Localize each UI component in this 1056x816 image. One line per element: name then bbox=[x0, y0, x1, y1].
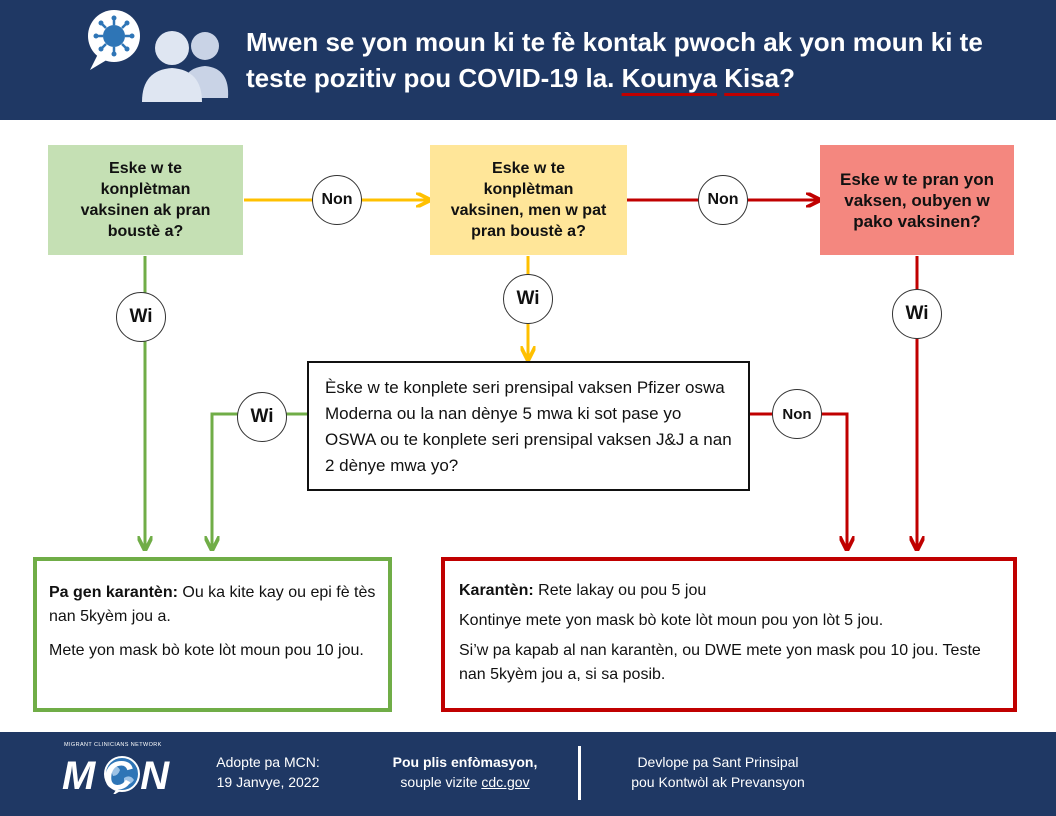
outcome-quarantine: Karantèn: Rete lakay ou pou 5 jou Kontin… bbox=[441, 557, 1017, 712]
question-unvaccinated-or-partial: Eske w te pran yon vaksen, oubyen w pako… bbox=[820, 145, 1014, 255]
header-banner: Mwen se yon moun ki te fè kontak pwoch a… bbox=[0, 0, 1056, 120]
answer-yes-badge: Wi bbox=[892, 289, 942, 339]
question-fully-vaccinated-boosted: Eske w te konplètman vaksinen ak pran bo… bbox=[48, 145, 243, 255]
globe-icon bbox=[104, 756, 140, 794]
question-primary-series-timing: Èske w te konplete seri prensipal vaksen… bbox=[307, 361, 750, 491]
answer-no-badge: Non bbox=[698, 175, 748, 225]
cdc-link[interactable]: cdc.gov bbox=[481, 774, 530, 790]
question-vaccinated-not-boosted: Eske w te konplètman vaksinen, men w pat… bbox=[430, 145, 627, 255]
answer-no-badge: Non bbox=[772, 389, 822, 439]
title-underlined-word-2: Kisa bbox=[724, 63, 780, 93]
logo-small-text: MIGRANT CLINICIANS NETWORK bbox=[64, 742, 162, 748]
title-underlined-word-1: Kounya bbox=[621, 63, 717, 93]
people-chat-virus-icon bbox=[88, 10, 229, 102]
answer-yes-badge: Wi bbox=[116, 292, 166, 342]
answer-no-badge: Non bbox=[312, 175, 362, 225]
page-title: Mwen se yon moun ki te fè kontak pwoch a… bbox=[246, 27, 983, 93]
outcome-no-quarantine: Pa gen karantèn: Ou ka kite kay ou epi f… bbox=[33, 557, 392, 712]
footer-banner: MIGRANT CLINICIANS NETWORK MCN Adopte pa… bbox=[0, 732, 1056, 816]
logo-big-text: MCN bbox=[62, 754, 178, 798]
footer-divider bbox=[578, 746, 581, 800]
adopted-by: Adopte pa MCN: 19 Janvye, 2022 bbox=[216, 754, 320, 790]
answer-yes-badge: Wi bbox=[237, 392, 287, 442]
answer-yes-badge: Wi bbox=[503, 274, 553, 324]
mcn-logo: MIGRANT CLINICIANS NETWORK MCN bbox=[60, 740, 180, 806]
more-info: Pou plis enfòmasyon, souple vizite cdc.g… bbox=[392, 754, 538, 790]
developed-by: Devlope pa Sant Prinsipal pou Kontwòl ak… bbox=[631, 754, 805, 790]
